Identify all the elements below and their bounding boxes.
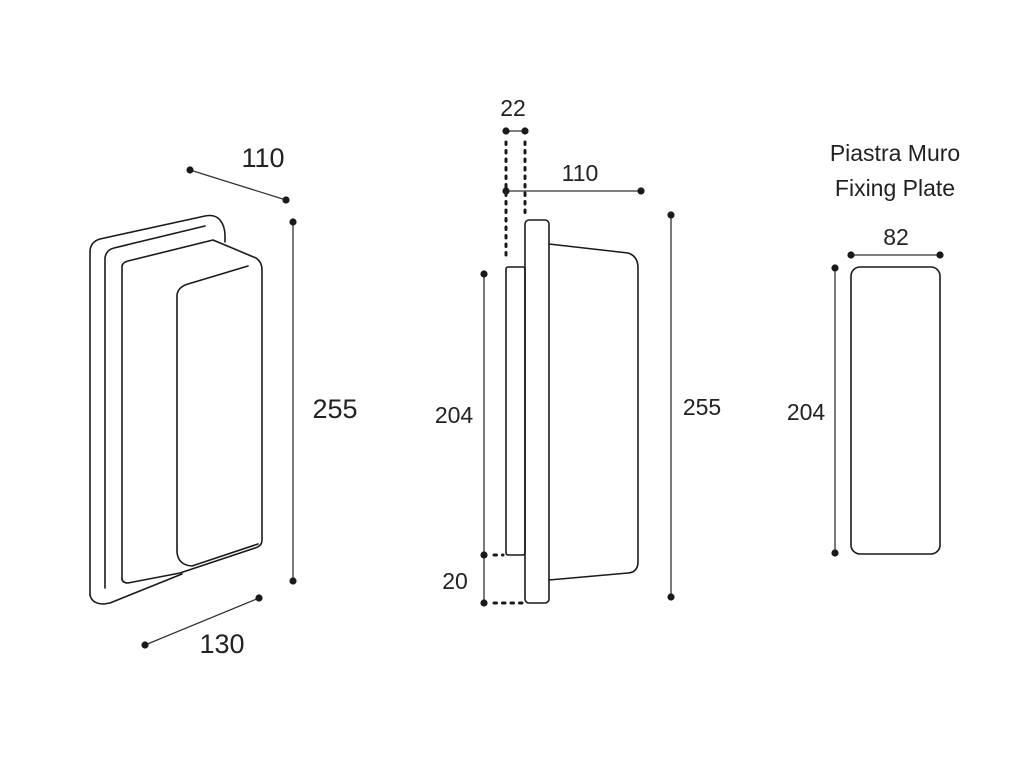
side-view: 22 110 204 20 255 [435,95,721,607]
dim-label-height: 255 [312,394,357,424]
dim-label-plate-thickness: 22 [500,95,526,121]
dim-label-plate-width: 82 [883,224,909,250]
dim-label-height-side: 255 [683,394,721,420]
plate-inner-edge [104,225,206,589]
dim-label-plate-height: 204 [435,402,474,428]
front-panel [176,265,259,567]
front-plate-side [524,219,550,604]
dim-label-depth-side: 110 [562,160,599,186]
dim-label-depth: 110 [241,143,284,173]
dim-label-fixing-plate-height: 204 [787,399,826,425]
dim-line-depth [189,169,287,201]
fixing-plate-side [505,266,526,556]
perspective-view: 110 255 130 [89,143,358,659]
body-outline [121,239,263,584]
fixing-plate-view: Piastra Muro Fixing Plate 82 204 [787,140,960,557]
fixing-plate-title-it: Piastra Muro [830,140,960,166]
back-plate-bottom [89,573,183,605]
body-side [548,243,639,581]
dim-line-width [144,597,260,646]
fixing-plate-outline [850,266,941,555]
dim-label-offset: 20 [442,568,468,594]
back-plate-outline [89,214,226,596]
dim-label-width: 130 [199,629,244,659]
fixing-plate-title-en: Fixing Plate [835,175,955,201]
